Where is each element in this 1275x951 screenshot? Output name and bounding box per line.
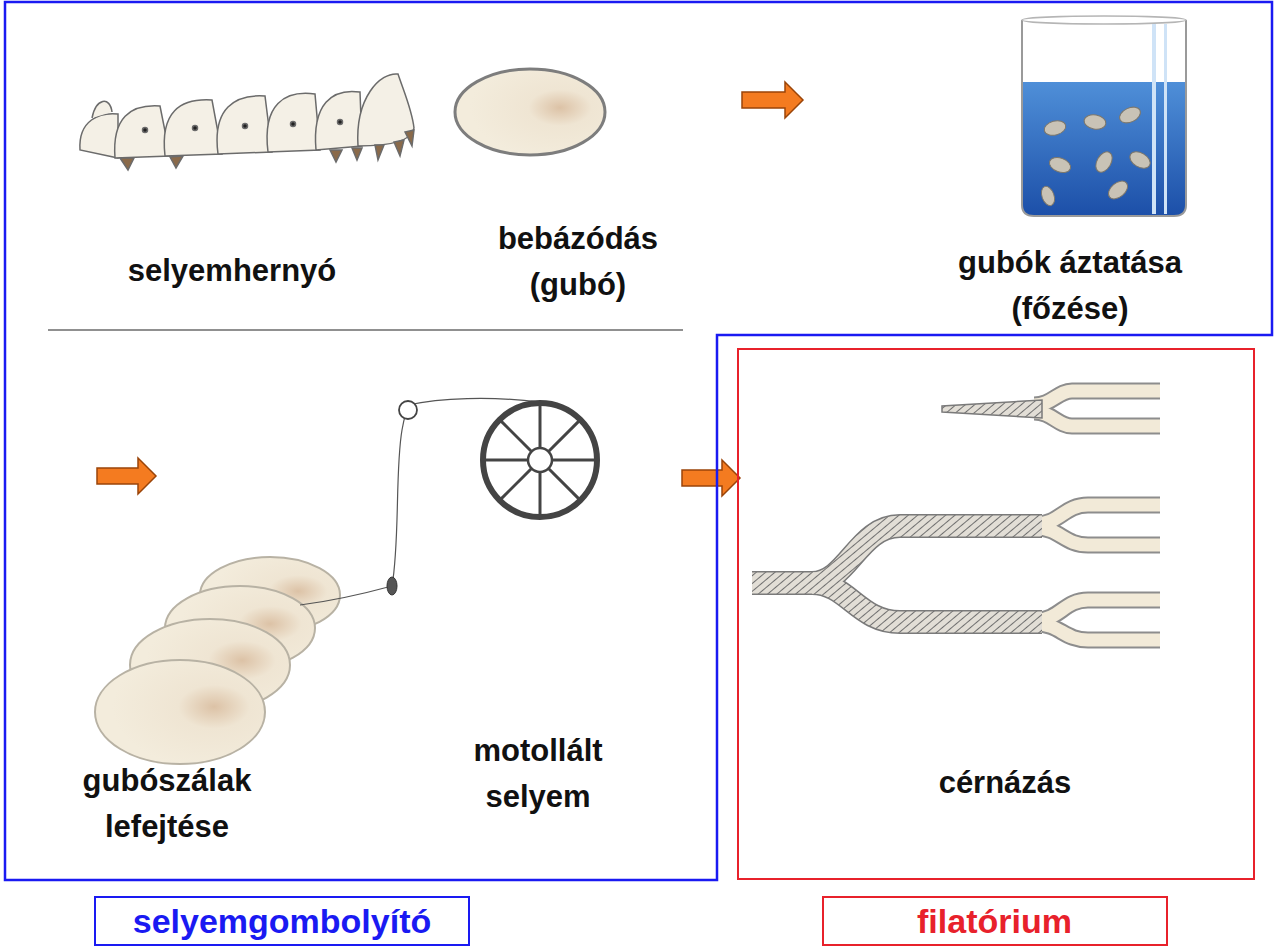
step-caption: gubószálak lefejtése <box>60 758 275 850</box>
single-strand <box>1036 600 1160 620</box>
reel-spoke <box>485 459 528 462</box>
strand-outline <box>1036 600 1160 620</box>
single-strand <box>1034 412 1160 426</box>
reel-spoke <box>548 468 578 498</box>
reel-spoke <box>539 405 542 448</box>
region-heading: selyemgombolyító <box>94 896 470 946</box>
single-strand <box>1036 505 1160 524</box>
twisting-region: filatórium <box>737 348 1255 880</box>
twist-outline <box>752 571 818 595</box>
process-arrows <box>97 82 803 496</box>
strand-outline <box>1036 624 1160 640</box>
thread-guide <box>387 577 397 595</box>
twisting-strands <box>752 391 1160 640</box>
reel-spoke <box>548 421 578 451</box>
twist-outline <box>812 526 1042 583</box>
single-strand <box>1034 391 1160 405</box>
single-strand <box>1036 528 1160 545</box>
twisted-thread <box>812 526 1042 583</box>
soaking-beaker <box>1022 16 1186 216</box>
silkworm <box>80 74 414 170</box>
twisted-thread <box>942 400 1042 418</box>
step-caption: bebázódás (gubó) <box>476 216 681 308</box>
divider-line <box>48 329 683 330</box>
reel-spoke <box>501 421 531 451</box>
cocoon <box>455 69 605 155</box>
reel-spoke <box>539 472 542 515</box>
strand-outline <box>1034 391 1160 405</box>
twisted-thread <box>812 583 1042 622</box>
strand-outline <box>1036 505 1160 524</box>
twisted-thread <box>752 573 818 594</box>
reel-spoke <box>501 468 531 498</box>
step-caption: selyemhernyó <box>52 248 412 294</box>
step-caption: cérnázás <box>855 760 1155 806</box>
reel-wheel <box>483 403 597 517</box>
strand-outline <box>1034 412 1160 426</box>
pulley <box>399 401 417 419</box>
region-outline <box>5 2 1272 880</box>
cocoon-stack <box>95 557 340 764</box>
reel-spoke <box>552 459 595 462</box>
region-heading: filatórium <box>822 896 1168 946</box>
twist-outline <box>812 583 1042 622</box>
step-caption: gubók áztatása (főzése) <box>928 240 1213 332</box>
strand-outline <box>1036 528 1160 545</box>
single-strand <box>1036 624 1160 640</box>
step-caption: motollált selyem <box>446 728 631 820</box>
